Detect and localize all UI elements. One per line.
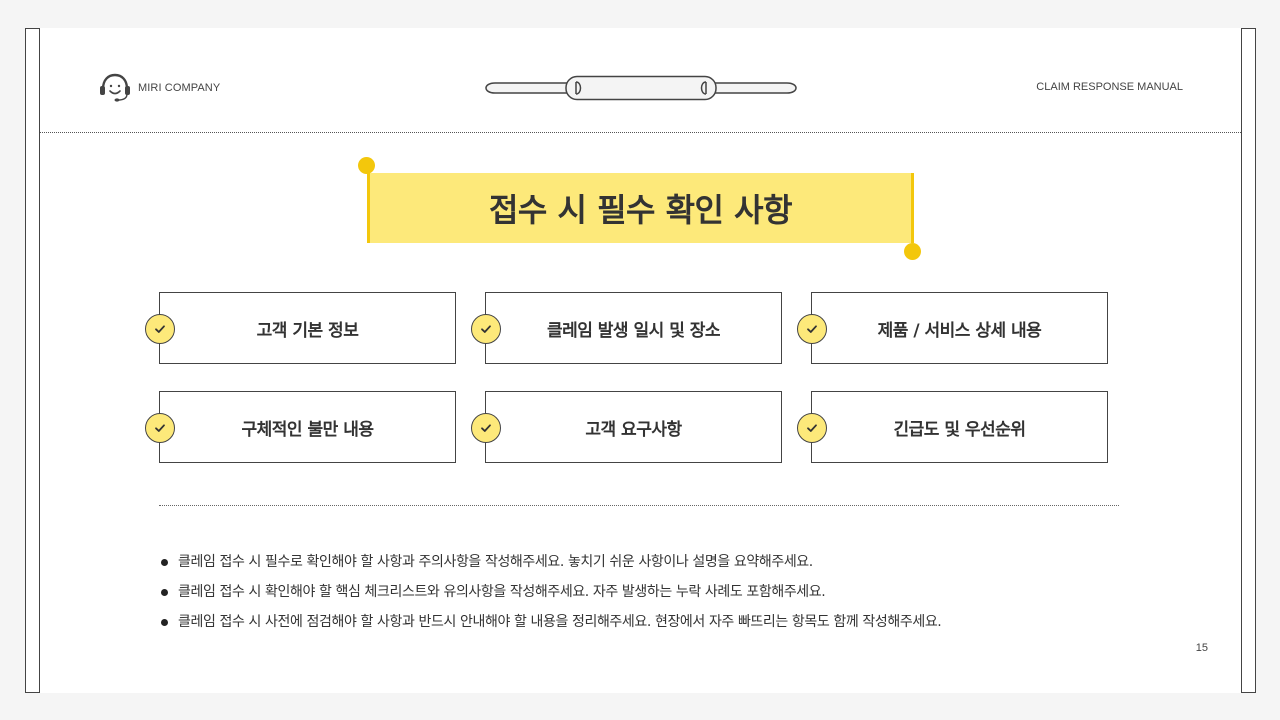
checklist-label: 고객 요구사항 bbox=[585, 419, 682, 440]
bullet-icon bbox=[161, 619, 168, 626]
slide-page: MIRI COMPANY CLAIM RESPONSE MANUAL 접수 시 … bbox=[39, 28, 1242, 693]
section-divider bbox=[159, 505, 1119, 506]
manual-title: CLAIM RESPONSE MANUAL bbox=[1036, 81, 1183, 93]
checklist-label: 클레임 발생 일시 및 장소 bbox=[546, 320, 721, 341]
checklist-label: 긴급도 및 우선순위 bbox=[893, 419, 1026, 440]
checklist-card: 제품 / 서비스 상세 내용 bbox=[797, 292, 1108, 364]
title-banner: 접수 시 필수 확인 사항 bbox=[367, 173, 914, 243]
checklist-label: 제품 / 서비스 상세 내용 bbox=[877, 320, 1042, 341]
brand-name: MIRI COMPANY bbox=[138, 82, 221, 94]
brand: MIRI COMPANY bbox=[98, 72, 220, 104]
checklist-card: 고객 요구사항 bbox=[471, 391, 782, 463]
check-circle-icon bbox=[145, 314, 175, 344]
headset-smile-icon bbox=[100, 73, 130, 102]
title-dot-bottom-right bbox=[904, 243, 921, 260]
note-text: 클레임 접수 시 사전에 점검해야 할 사항과 반드시 안내해야 할 내용을 정… bbox=[178, 614, 942, 630]
checklist-card: 클레임 발생 일시 및 장소 bbox=[471, 292, 782, 364]
slide-header: MIRI COMPANY CLAIM RESPONSE MANUAL bbox=[40, 28, 1241, 132]
paper-clip-icon bbox=[485, 75, 797, 101]
check-circle-icon bbox=[471, 314, 501, 344]
check-circle-icon bbox=[797, 413, 827, 443]
note-item: 클레임 접수 시 필수로 확인해야 할 사항과 주의사항을 작성해주세요. 놓치… bbox=[160, 547, 941, 577]
header-divider bbox=[40, 132, 1241, 133]
check-circle-icon bbox=[471, 413, 501, 443]
bullet-icon bbox=[161, 589, 168, 596]
notes-list: 클레임 접수 시 필수로 확인해야 할 사항과 주의사항을 작성해주세요. 놓치… bbox=[160, 547, 942, 637]
slide-frame-outer: MIRI COMPANY CLAIM RESPONSE MANUAL 접수 시 … bbox=[25, 28, 1256, 693]
note-item: 클레임 접수 시 확인해야 할 핵심 체크리스트와 유의사항을 작성해주세요. … bbox=[160, 577, 941, 607]
checklist-card: 긴급도 및 우선순위 bbox=[797, 391, 1108, 463]
note-text: 클레임 접수 시 확인해야 할 핵심 체크리스트와 유의사항을 작성해주세요. … bbox=[178, 584, 826, 600]
page-number: 15 bbox=[1195, 642, 1208, 654]
checklist-label: 구체적인 불만 내용 bbox=[241, 419, 374, 440]
title-dot-top-left bbox=[358, 157, 375, 174]
check-circle-icon bbox=[797, 314, 827, 344]
bullet-icon bbox=[161, 559, 168, 566]
page-title: 접수 시 필수 확인 사항 bbox=[488, 191, 793, 229]
checklist-card: 구체적인 불만 내용 bbox=[145, 391, 456, 463]
note-item: 클레임 접수 시 사전에 점검해야 할 사항과 반드시 안내해야 할 내용을 정… bbox=[160, 607, 942, 637]
checklist-card: 고객 기본 정보 bbox=[145, 292, 456, 364]
checklist-label: 고객 기본 정보 bbox=[256, 320, 359, 341]
check-circle-icon bbox=[145, 413, 175, 443]
note-text: 클레임 접수 시 필수로 확인해야 할 사항과 주의사항을 작성해주세요. 놓치… bbox=[178, 554, 813, 570]
